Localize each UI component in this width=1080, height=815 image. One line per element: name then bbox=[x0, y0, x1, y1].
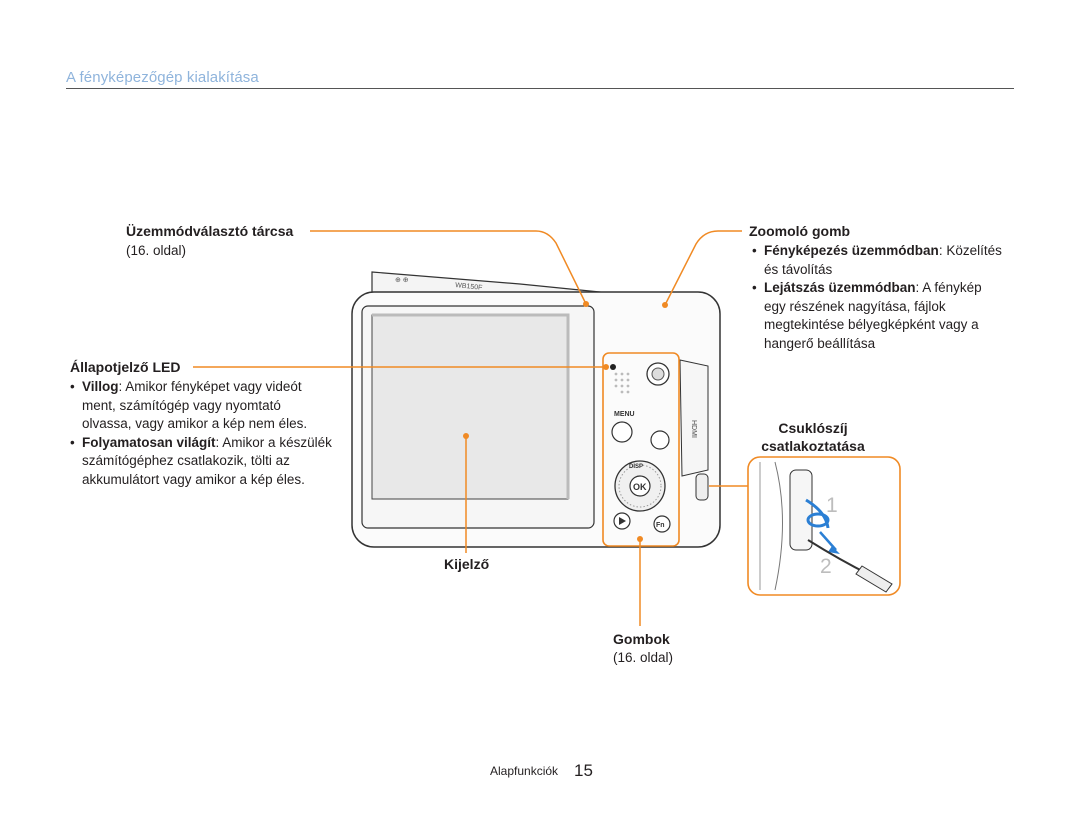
strap-eyelet bbox=[695, 473, 709, 501]
strap-loop-arrow-2 bbox=[819, 531, 837, 551]
status-led bbox=[610, 364, 616, 370]
mode-dial-label: Üzemmódválasztó tárcsa bbox=[126, 223, 294, 239]
status-led-item-steady: Folyamatosan világít: Amikor a készülék … bbox=[70, 434, 332, 490]
svg-text:HDMI: HDMI bbox=[690, 420, 697, 438]
screen-panel bbox=[371, 314, 569, 500]
zoom-item-playback: Lejátszás üzemmódban: A fénykép egy rész… bbox=[752, 279, 1002, 353]
fn-button bbox=[653, 515, 671, 533]
menu-button bbox=[611, 421, 633, 443]
share-button bbox=[650, 430, 670, 450]
mode-dial-page: (16. oldal) bbox=[126, 243, 187, 258]
speaker-grille bbox=[614, 372, 630, 394]
footer-page-number: 15 bbox=[574, 761, 593, 780]
status-led-item-blink: Villog: Amikor fényképet vagy videót men… bbox=[70, 378, 332, 434]
strap-label-line2: csatlakoztatása bbox=[761, 438, 865, 454]
hdmi-door bbox=[679, 359, 709, 477]
footer-section: Alapfunkciók bbox=[490, 764, 559, 778]
mode-dial-leader bbox=[310, 230, 587, 305]
top-mode-marking: ⊕ ⊕ bbox=[395, 277, 409, 284]
strap-step-1: 1 bbox=[826, 494, 838, 517]
title-divider bbox=[66, 88, 1014, 89]
disp-marking: DISP bbox=[629, 464, 643, 470]
leader-lines bbox=[193, 230, 748, 626]
zoom-leader bbox=[664, 230, 742, 306]
strap-label-line1: Csuklószíj bbox=[778, 420, 848, 436]
status-led-label: Állapotjelző LED bbox=[70, 359, 181, 375]
fn-marking: Fn bbox=[656, 522, 665, 529]
menu-marking: MENU bbox=[614, 411, 635, 418]
model-marking: WB150F bbox=[455, 282, 483, 292]
status-led-list: Villog: Amikor fényképet vagy videót men… bbox=[70, 378, 332, 489]
display-label: Kijelző bbox=[444, 556, 490, 572]
section-title: A fényképezőgép kialakítása bbox=[66, 69, 259, 86]
zoom-button-list: Fényképezés üzemmódban: Közelítés és táv… bbox=[752, 242, 1002, 353]
buttons-highlight bbox=[602, 352, 680, 547]
buttons-page: (16. oldal) bbox=[613, 650, 674, 665]
zoom-item-shooting: Fényképezés üzemmódban: Közelítés és táv… bbox=[752, 242, 1002, 279]
strap-step-2: 2 bbox=[820, 555, 832, 578]
zoom-button-label: Zoomoló gomb bbox=[749, 223, 851, 239]
ok-marking: OK bbox=[633, 482, 647, 492]
buttons-label: Gombok bbox=[613, 631, 670, 647]
strap-inset bbox=[747, 456, 901, 596]
ok-button bbox=[629, 475, 651, 497]
